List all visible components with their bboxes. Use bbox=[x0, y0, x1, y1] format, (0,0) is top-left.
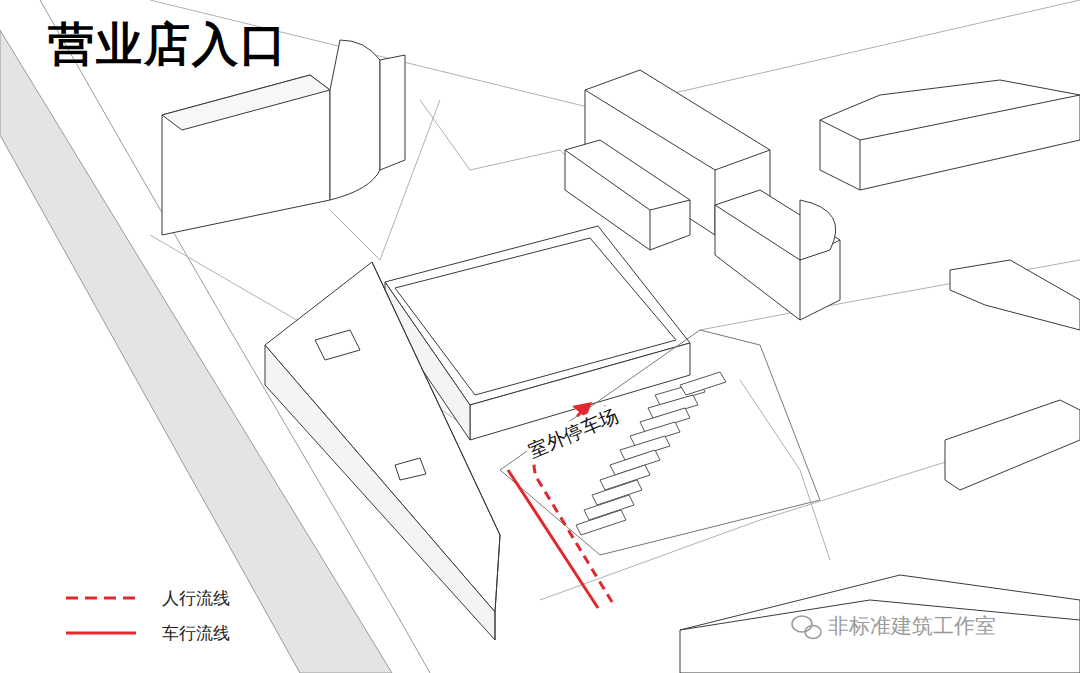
legend-text: 人行流线 bbox=[162, 587, 230, 610]
diagram-title: 营业店入口 bbox=[48, 14, 288, 76]
watermark: 非标准建筑工作室 bbox=[828, 612, 996, 640]
legend-text: 车行流线 bbox=[162, 622, 230, 645]
